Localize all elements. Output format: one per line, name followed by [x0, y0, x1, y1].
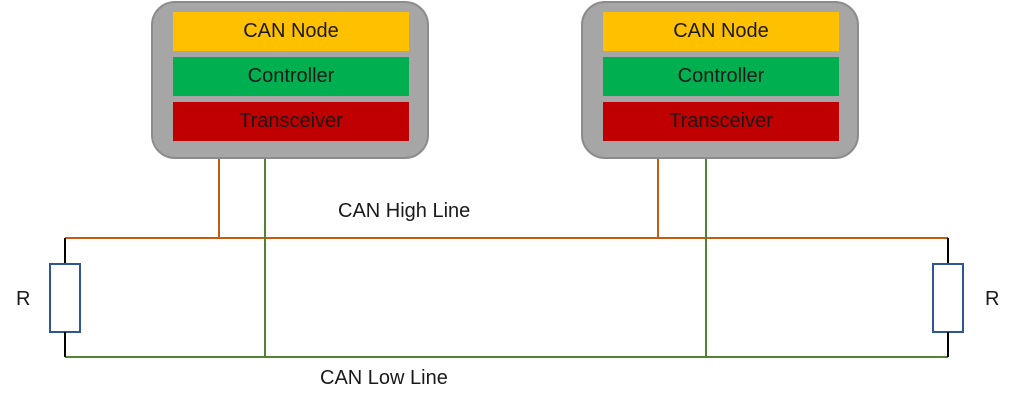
can-node-1-transceiver: Transceiver [173, 102, 409, 141]
can-node-1-title: CAN Node [173, 12, 409, 51]
can-node-1-controller: Controller [173, 57, 409, 96]
can-node-1: CAN Node Controller Transceiver [151, 1, 429, 159]
left-termination-resistor [49, 238, 81, 357]
can-node-2-title: CAN Node [603, 12, 839, 51]
can-node-2-transceiver: Transceiver [603, 102, 839, 141]
can-node-2: CAN Node Controller Transceiver [581, 1, 859, 159]
can-high-line-label: CAN High Line [338, 200, 471, 222]
right-resistor-label: R [985, 288, 1000, 310]
right-termination-resistor [932, 238, 964, 357]
left-resistor-label: R [16, 288, 31, 310]
can-node-2-controller: Controller [603, 57, 839, 96]
can-low-line-label: CAN Low Line [320, 367, 448, 389]
